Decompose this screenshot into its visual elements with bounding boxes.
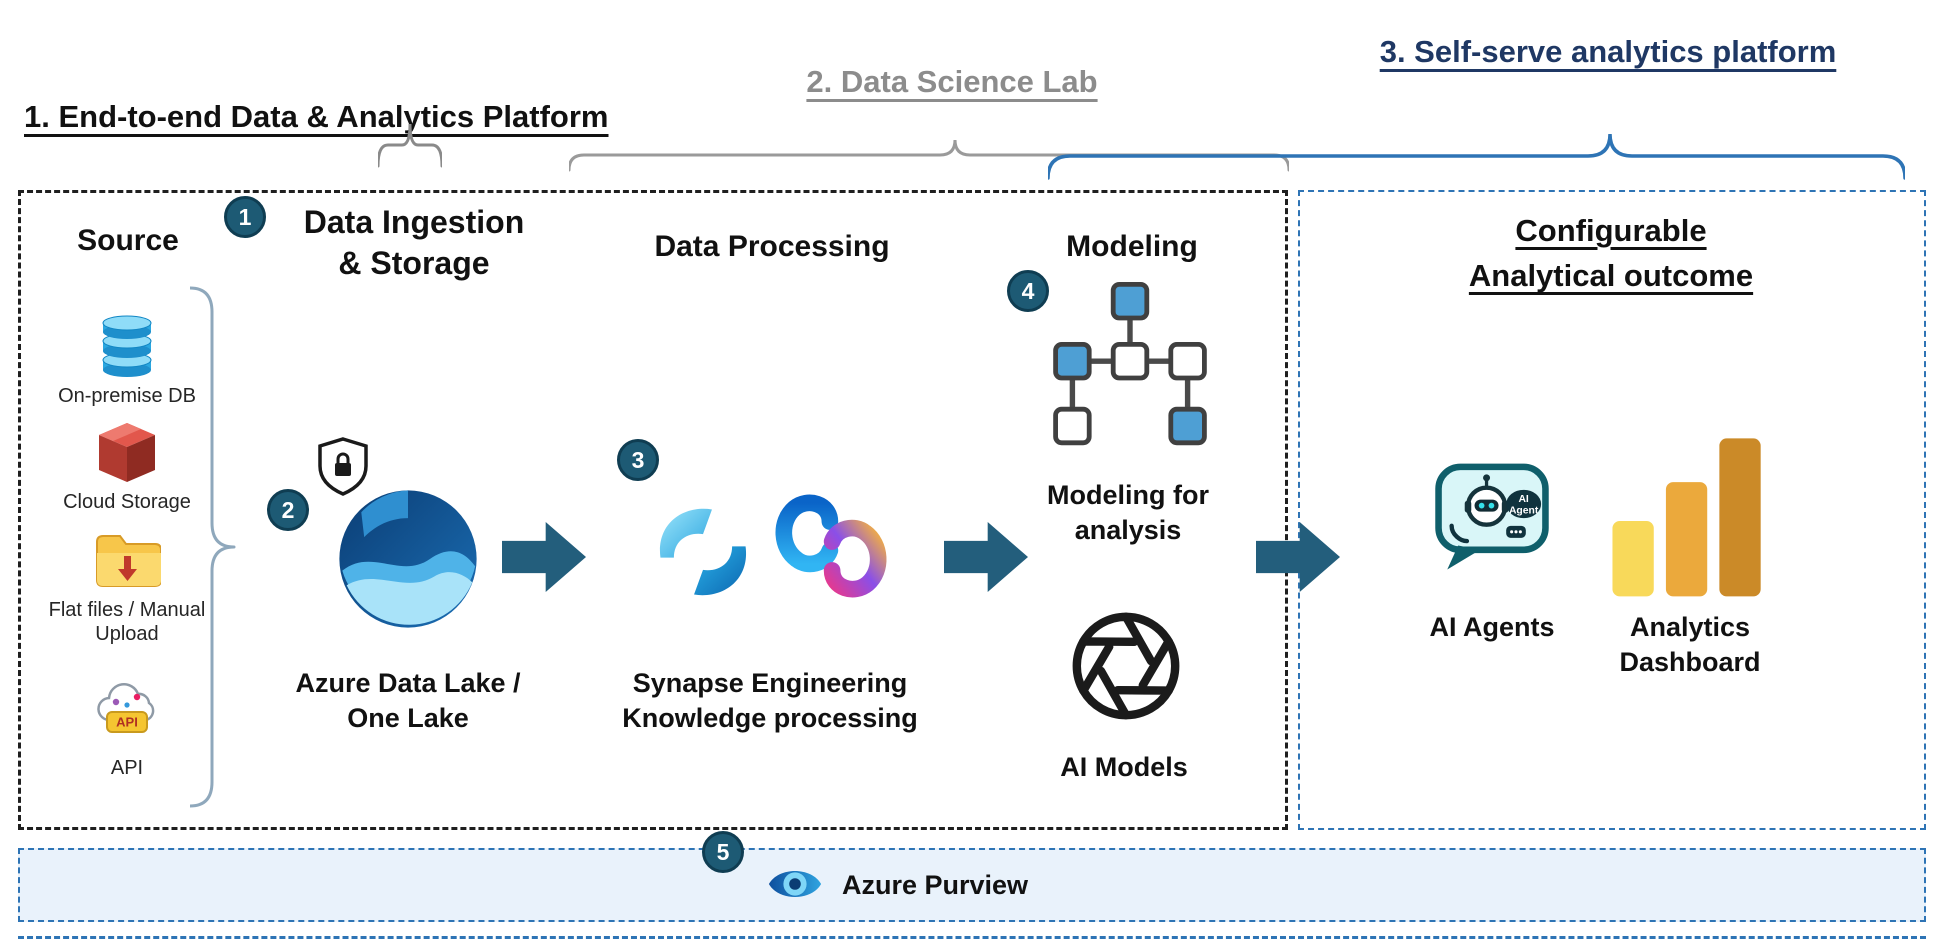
analytics-dashboard-label-line1: Analytics (1629, 612, 1751, 642)
ingestion-title-line2: & Storage (338, 245, 490, 281)
lake-caption: Azure Data Lake / One Lake (295, 666, 520, 736)
analytics-dashboard-label-line2: Dashboard (1619, 647, 1761, 677)
lake-caption-line2: One Lake (347, 703, 469, 733)
step-badge-2: 2 (267, 489, 309, 531)
azure-data-lake-icon (339, 490, 477, 628)
source-item-label: Cloud Storage (63, 491, 191, 513)
header-data-science-lab: 2. Data Science Lab (806, 64, 1098, 99)
ingestion-title-line1: Data Ingestion (303, 204, 525, 240)
modeling-caption: Modeling for analysis (1047, 478, 1209, 548)
folder-download-icon (96, 535, 161, 587)
bottom-dashed-line (18, 936, 1926, 939)
ai-agent-icon: AI Agent (1435, 463, 1549, 570)
cloud-storage-icon (99, 423, 155, 482)
outcome-boundary-box (1298, 190, 1926, 830)
synapse-icon (659, 508, 747, 596)
processing-caption-line2: Knowledge processing (622, 703, 918, 733)
analytics-dashboard-icon (1612, 438, 1761, 597)
ingestion-title: Data Ingestion & Storage (304, 202, 524, 284)
api-badge-text: API (116, 715, 138, 730)
ai-agents-label: AI Agents (1429, 612, 1555, 642)
source-item-label: On-premise DB (58, 385, 196, 407)
source-group-brace (190, 286, 236, 808)
header-platform: 1. End-to-end Data & Analytics Platform (24, 99, 609, 134)
step-badge-4: 4 (1007, 270, 1049, 312)
source-item-label: API (110, 757, 144, 779)
processing-caption-line1: Synapse Engineering (632, 668, 908, 698)
self-serve-brace (1048, 134, 1905, 180)
step-badge-3: 3 (617, 439, 659, 481)
database-icon (102, 315, 152, 377)
security-shield-lock-icon (318, 437, 368, 496)
lake-caption-line1: Azure Data Lake / (295, 668, 521, 698)
platform-brace (378, 124, 442, 168)
agent-badge-line2: Agent (1509, 505, 1539, 516)
analytics-dashboard-label: Analytics Dashboard (1619, 610, 1760, 680)
step-badge-1: 1 (224, 196, 266, 238)
agent-badge-line1: AI (1518, 494, 1528, 505)
modeling-title: Modeling (1066, 230, 1198, 263)
azure-purview-label: Azure Purview (842, 870, 1029, 900)
api-cloud-icon: API (97, 683, 155, 733)
modeling-caption-line2: analysis (1074, 515, 1182, 545)
outcome-title-line2: Analytical outcome (1468, 258, 1754, 293)
processing-title: Data Processing (654, 230, 890, 263)
source-item-label: Flat files / Manual Upload (48, 599, 206, 645)
ai-models-label: AI Models (1060, 752, 1188, 782)
openai-icon (1072, 612, 1180, 720)
modeling-caption-line1: Modeling for (1047, 480, 1209, 510)
header-self-serve: 3. Self-serve analytics platform (1379, 34, 1837, 69)
model-hierarchy-icon (1053, 282, 1207, 446)
platform-boundary-box (18, 190, 1288, 830)
source-title: Source (77, 224, 179, 257)
azure-purview-icon (768, 870, 822, 898)
governance-band (18, 848, 1926, 922)
step-badge-5: 5 (702, 831, 744, 873)
processing-caption: Synapse Engineering Knowledge processing (622, 666, 918, 736)
outcome-title-line1: Configurable (1515, 213, 1707, 248)
outcome-title: Configurable Analytical outcome (1469, 208, 1753, 298)
copilot-fabric-icon (775, 494, 887, 598)
